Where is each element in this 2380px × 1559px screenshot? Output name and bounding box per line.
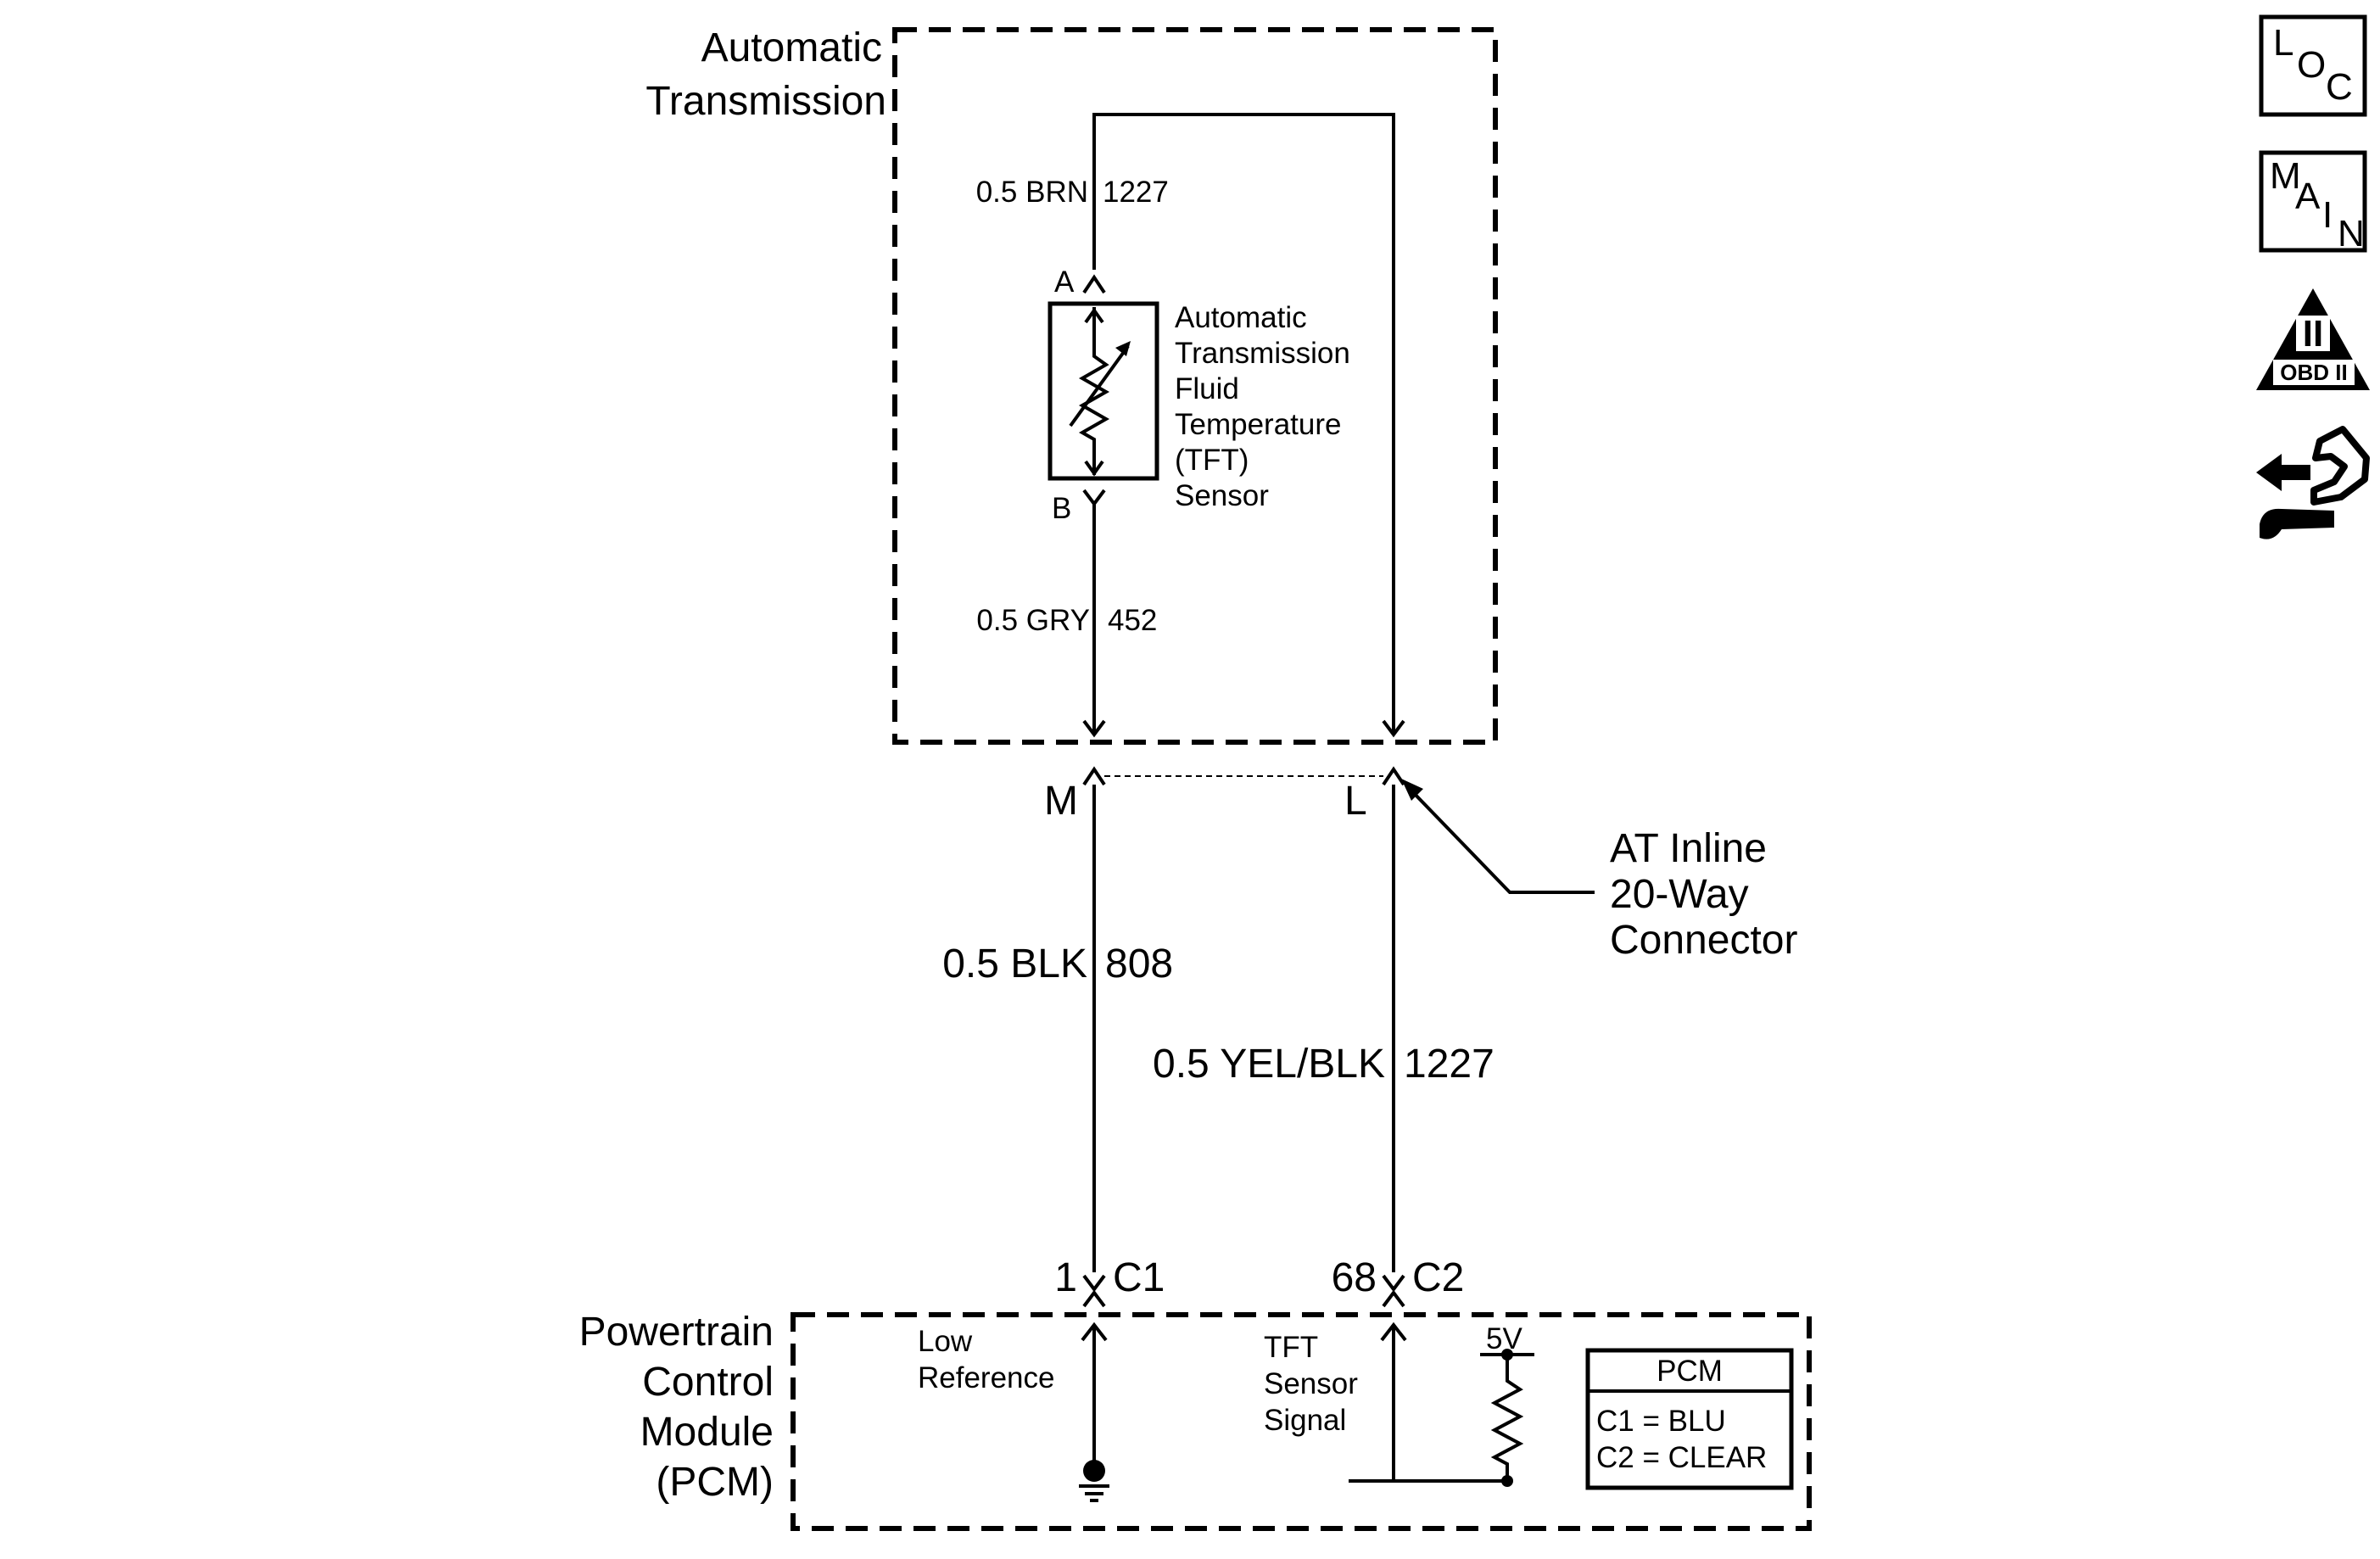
service-hand-icon-hand <box>2310 426 2370 506</box>
pcm-pin1-connector: C1 <box>1113 1255 1165 1300</box>
terminal-a-label: A <box>1054 265 1075 299</box>
service-hand-icon-wrench <box>2260 508 2334 539</box>
pullup-bottom-node <box>1501 1475 1513 1487</box>
loc-icon-letter-l: L <box>2273 22 2293 64</box>
low-ref-arrowhead <box>1081 1322 1108 1342</box>
sensor-name-line4: Temperature <box>1175 408 1341 441</box>
loc-icon-frame <box>2259 14 2367 117</box>
wire-right-gauge-color: 0.5 YEL/BLK <box>1153 1042 1385 1087</box>
transmission-title-line2: Transmission <box>645 79 886 124</box>
loc-icon-letter-c: C <box>2326 66 2353 108</box>
pcm-title-line1: Powertrain <box>579 1310 774 1355</box>
low-ref-line2: Reference <box>918 1361 1054 1394</box>
transmission-title-line1: Automatic <box>701 25 882 70</box>
connector-name-line2: 20-Way <box>1610 872 1749 917</box>
main-icon-letter-a: A <box>2295 176 2321 217</box>
wire-left-circuit: 808 <box>1105 942 1173 986</box>
obd-ii-caption-plate <box>2273 360 2355 385</box>
pcm-title-line2: Control <box>642 1360 774 1405</box>
thermistor-variable-arrow <box>1069 344 1130 427</box>
pcm-pin68-socket <box>1382 1274 1405 1293</box>
pcm-pin68-connector: C2 <box>1412 1255 1464 1300</box>
pcm-group: Powertrain Control Module (PCM) 1 C1 68 … <box>579 1255 1812 1531</box>
service-hand-icon[interactable] <box>2256 426 2370 539</box>
pcm-title-line3: Module <box>640 1410 774 1455</box>
pullup-top-node <box>1501 1349 1513 1361</box>
main-icon-frame <box>2259 150 2367 253</box>
sensor-name-line2: Transmission <box>1175 337 1350 370</box>
tft-signal-wire <box>1349 1327 1395 1483</box>
pcm-legend-row2: C2 = CLEAR <box>1596 1441 1767 1474</box>
connector-pin-m: M <box>1044 779 1078 824</box>
ground-node <box>1083 1460 1105 1482</box>
service-hand-icon-arrow <box>2256 454 2310 491</box>
sensor-name-line6: Sensor <box>1175 479 1269 512</box>
harness-group: 0.5 BLK 808 0.5 YEL/BLK 1227 <box>942 785 1494 1272</box>
loc-icon[interactable]: L O C <box>2259 14 2367 117</box>
connector-m-socket <box>1082 719 1106 738</box>
transmission-group: Automatic Transmission 0.5 BRN 1227 A B … <box>645 25 1498 745</box>
wire-bottom-gauge-color: 0.5 GRY <box>976 604 1090 637</box>
side-icons: L O C M A I N II OBD II <box>2256 14 2370 539</box>
connector-name-line1: AT Inline <box>1610 826 1767 871</box>
pcm-pin1-socket <box>1082 1274 1106 1293</box>
obd-ii-caption: OBD II <box>2280 360 2347 385</box>
pcm-legend-box <box>1585 1348 1794 1490</box>
pcm-pin1-pin <box>1082 1289 1106 1308</box>
tft-sensor-body <box>1048 301 1159 481</box>
pullup-resistor-icon <box>1490 1355 1524 1481</box>
connector-name-line3: Connector <box>1610 918 1797 963</box>
transmission-boundary <box>892 27 1498 745</box>
obd-ii-icon[interactable]: II OBD II <box>2256 288 2370 390</box>
wire-right-circuit: 1227 <box>1404 1042 1494 1087</box>
main-icon-letter-n: N <box>2338 213 2365 254</box>
loc-icon-letter-o: O <box>2297 44 2326 86</box>
tft-signal-line3: Signal <box>1264 1404 1346 1437</box>
pcm-pin68-pin <box>1382 1289 1405 1308</box>
connector-callout-leader <box>1408 787 1595 894</box>
connector-callout-arrowhead <box>1401 779 1423 801</box>
obd-ii-roman-plate <box>2296 316 2330 351</box>
main-icon-letter-i: I <box>2322 194 2333 236</box>
main-icon-letter-m: M <box>2270 155 2301 197</box>
pcm-title-line4: (PCM) <box>656 1460 774 1505</box>
wire-top-circuit: 1227 <box>1103 176 1169 209</box>
wire-bottom-circuit: 452 <box>1108 604 1157 637</box>
pcm-boundary <box>791 1312 1812 1531</box>
obd-ii-roman: II <box>2303 313 2323 355</box>
thermistor-arrow-down <box>1084 460 1104 477</box>
connector-l-socket <box>1382 719 1405 738</box>
wire-top-gauge-color: 0.5 BRN <box>976 176 1088 209</box>
wire-left-gauge-color: 0.5 BLK <box>942 942 1087 986</box>
pcm-legend-row1: C1 = BLU <box>1596 1405 1726 1438</box>
low-ref-line1: Low <box>918 1325 973 1358</box>
connector-l-pin <box>1382 766 1405 786</box>
tft-signal-arrowhead <box>1380 1322 1407 1342</box>
pcm-pin1-number: 1 <box>1054 1255 1077 1300</box>
main-icon[interactable]: M A I N <box>2259 150 2367 254</box>
sensor-name-line3: Fluid <box>1175 372 1239 405</box>
sensor-name-line1: Automatic <box>1175 301 1307 334</box>
connector-pin-l: L <box>1344 779 1367 824</box>
connector-m-pin <box>1082 766 1106 786</box>
terminal-a-pin <box>1082 274 1106 294</box>
terminal-b-label: B <box>1052 492 1071 525</box>
terminal-b-socket <box>1082 489 1106 507</box>
pcm-legend-title: PCM <box>1657 1355 1723 1388</box>
pcm-pin68-number: 68 <box>1332 1255 1377 1300</box>
tft-signal-line1: TFT <box>1264 1331 1318 1364</box>
thermistor-arrow-up <box>1084 307 1104 324</box>
wire-brn-1227 <box>1092 113 1395 734</box>
thermistor-icon <box>1078 307 1110 475</box>
inline-connector-group: M L AT Inline 20-Way Connector <box>1044 719 1797 963</box>
thermistor-variable-arrowhead <box>1115 341 1131 356</box>
tft-signal-line2: Sensor <box>1264 1367 1358 1400</box>
sensor-name-line5: (TFT) <box>1175 444 1249 477</box>
